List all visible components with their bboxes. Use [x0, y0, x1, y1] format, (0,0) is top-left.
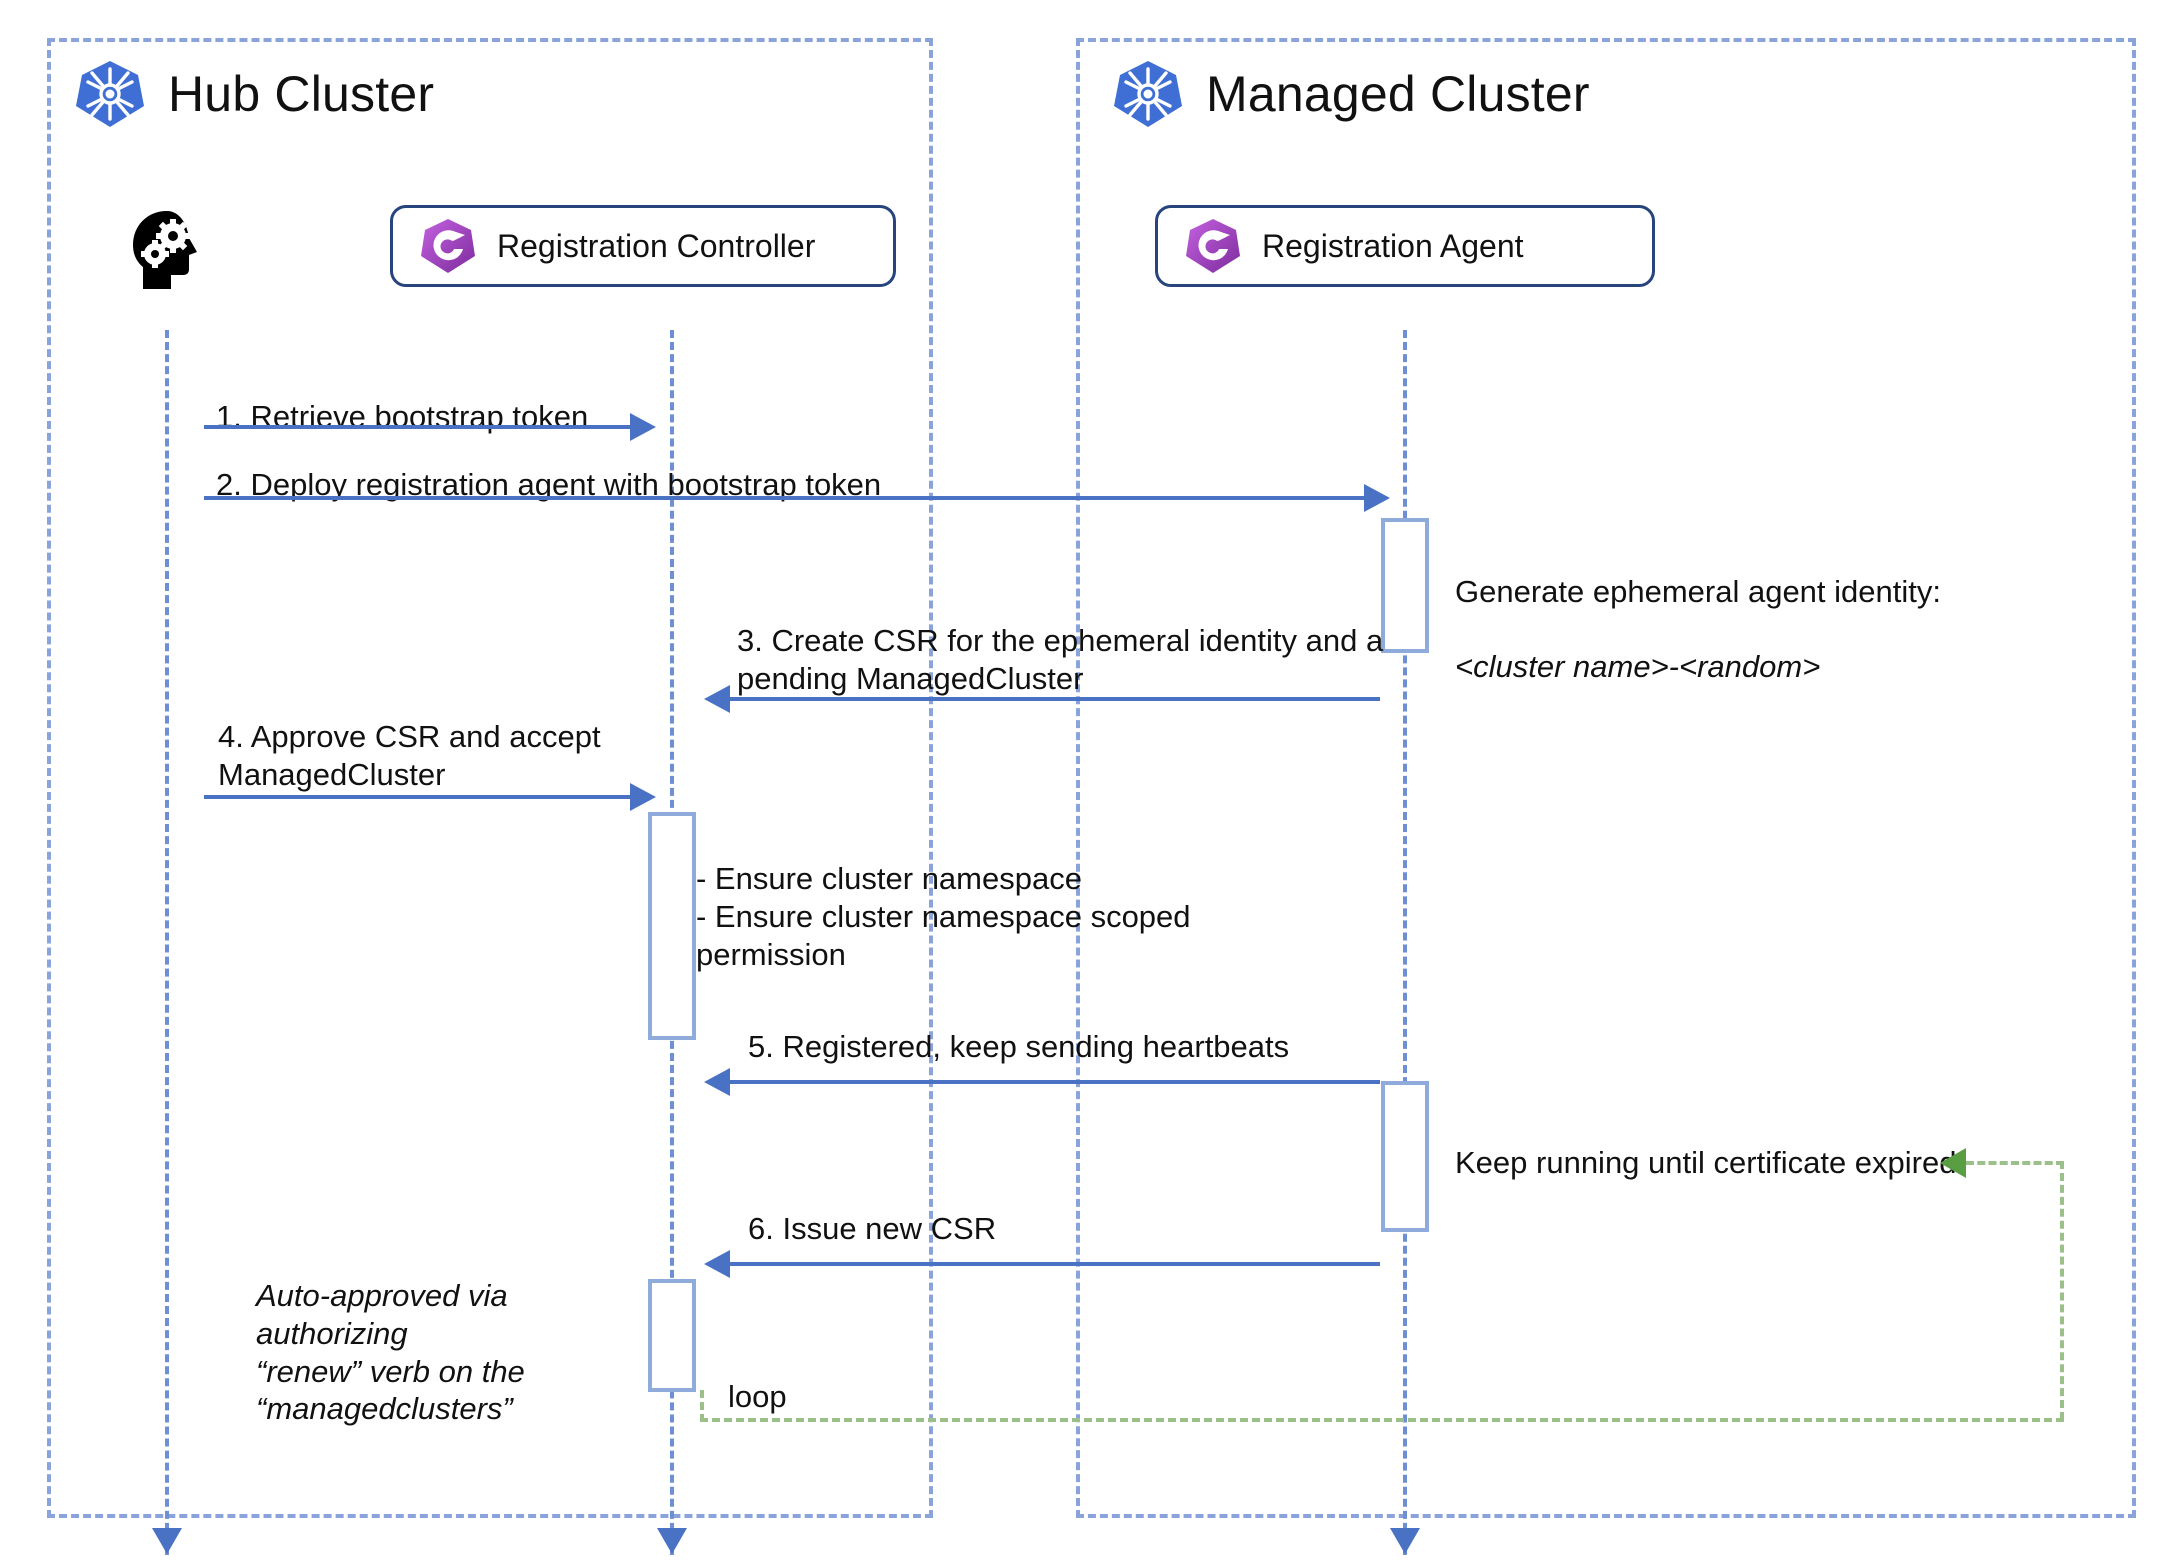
message-line-3	[730, 697, 1380, 701]
lifeline-registration-agent	[1403, 330, 1407, 1555]
activation-controller-namespace	[648, 812, 696, 1040]
ocm-icon	[419, 217, 477, 275]
participant-label-registration-controller: Registration Controller	[497, 227, 816, 264]
activation-agent-heartbeat	[1381, 1081, 1429, 1232]
participant-label-registration-agent: Registration Agent	[1262, 227, 1524, 264]
lifeline-admin-end-arrow	[152, 1528, 182, 1554]
kubernetes-icon	[1112, 58, 1184, 130]
message-line-1	[204, 425, 634, 429]
note-generate-identity-line2: <cluster name>-<random>	[1455, 649, 1821, 685]
message-arrowhead-4	[630, 783, 656, 811]
note-keep-running: Keep running until certificate expired	[1455, 1145, 1957, 1180]
ocm-icon	[1184, 217, 1242, 275]
participant-registration-agent[interactable]: Registration Agent	[1155, 205, 1655, 287]
participant-admin[interactable]	[123, 205, 211, 293]
cluster-title-label-managed: Managed Cluster	[1206, 66, 1590, 122]
participant-registration-controller[interactable]: Registration Controller	[390, 205, 896, 287]
message-arrowhead-3	[704, 685, 730, 713]
loop-segment-top	[1966, 1161, 2064, 1165]
kubernetes-icon	[74, 58, 146, 130]
loop-arrowhead	[1940, 1148, 1966, 1178]
message-label-5: 5. Registered, keep sending heartbeats	[748, 1029, 1290, 1064]
message-arrowhead-5	[704, 1068, 730, 1096]
note-auto-approved: Auto-approved via authorizing “renew” ve…	[256, 1278, 525, 1427]
message-label-1: 1. Retrieve bootstrap token	[216, 399, 589, 434]
message-label-6: 6. Issue new CSR	[748, 1211, 997, 1246]
note-ensure-namespace: - Ensure cluster namespace - Ensure clus…	[696, 861, 1191, 972]
note-generate-identity-line1: Generate ephemeral agent identity:	[1455, 573, 1941, 609]
lifeline-registration-controller-end-arrow	[657, 1528, 687, 1554]
message-line-5	[730, 1080, 1380, 1084]
note-generate-identity: Generate ephemeral agent identity: <clus…	[1455, 535, 1941, 724]
message-arrowhead-2	[1364, 484, 1390, 512]
cluster-title-managed: Managed Cluster	[1112, 58, 1590, 130]
loop-segment-left	[700, 1390, 704, 1422]
message-label-3: 3. Create CSR for the ephemeral identity…	[737, 623, 1384, 696]
message-arrowhead-6	[704, 1250, 730, 1278]
cluster-boundary-managed	[1076, 38, 2136, 1518]
head-with-gears-icon	[123, 211, 211, 297]
cluster-title-label-hub: Hub Cluster	[168, 66, 435, 122]
message-line-6	[730, 1262, 1380, 1266]
lifeline-registration-agent-end-arrow	[1390, 1528, 1420, 1554]
message-line-4	[204, 795, 634, 799]
cluster-boundary-hub	[47, 38, 933, 1518]
lifeline-admin	[165, 330, 169, 1555]
activation-controller-renew	[648, 1279, 696, 1392]
message-label-4: 4. Approve CSR and accept ManagedCluster	[218, 719, 601, 792]
loop-segment-bottom	[700, 1418, 2064, 1422]
cluster-title-hub: Hub Cluster	[74, 58, 434, 130]
loop-label: loop	[728, 1379, 787, 1414]
loop-segment-right	[2060, 1161, 2064, 1420]
activation-agent-identity	[1381, 518, 1429, 653]
message-line-2	[204, 496, 1368, 500]
message-arrowhead-1	[630, 413, 656, 441]
